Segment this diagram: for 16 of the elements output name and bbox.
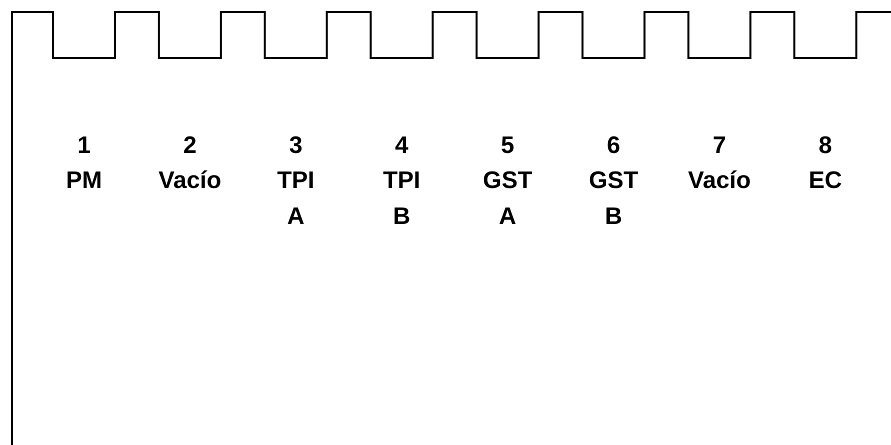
lane-number: 1	[77, 131, 91, 161]
lane-number: 6	[606, 131, 620, 161]
lane-number: 3	[289, 131, 302, 161]
lane-number: 8	[818, 131, 832, 161]
lane-label: GST B	[588, 166, 638, 232]
lane-label: Vacío	[158, 166, 222, 196]
lane-number: 5	[500, 131, 514, 161]
lane-label: TPI B	[383, 166, 420, 232]
lane-label: Vacío	[688, 166, 751, 196]
lane-label: GST A	[482, 166, 532, 232]
lane-label: EC	[808, 166, 842, 196]
lane-number: 4	[395, 131, 408, 161]
lane-label: PM	[66, 166, 102, 196]
lane-number: 7	[712, 131, 726, 161]
lane-number: 2	[183, 131, 197, 161]
lane-label: TPI A	[277, 166, 314, 232]
